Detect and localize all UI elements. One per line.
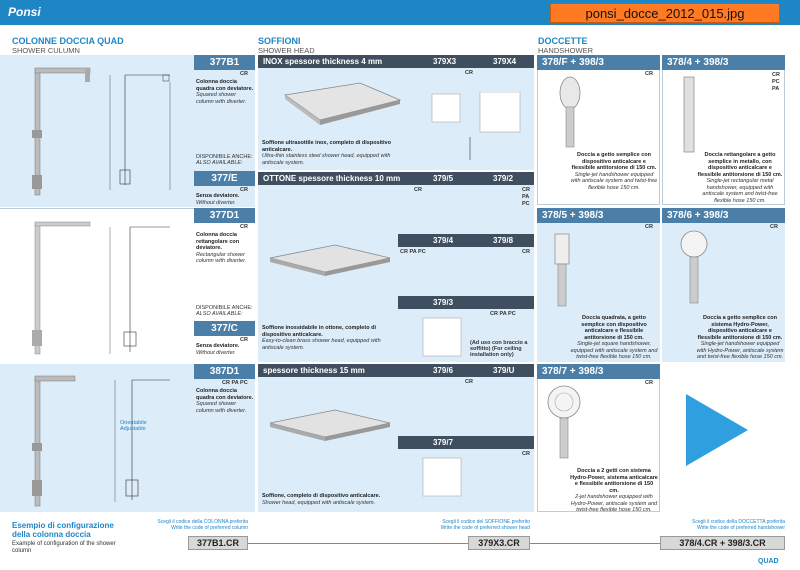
- example-result-1: 377B1.CR: [188, 536, 248, 550]
- section-title-soffioni: SOFFIONI: [258, 36, 301, 46]
- hand-code-2: 378/4 + 398/3: [662, 55, 785, 70]
- hand-desc-3: Doccia quadrata, a getto semplice con di…: [570, 315, 658, 360]
- section-subtitle-soffioni: SHOWER HEAD: [258, 46, 315, 55]
- example-label-1: Scegli il codice della COLONNA preferita…: [157, 519, 248, 531]
- section-subtitle-colonne: SHOWER CULUMN: [12, 46, 80, 55]
- column-avail-2: DISPONIBILE ANCHE:ALSO AVAILABLE:: [196, 305, 253, 317]
- hand-finish-3: CR: [645, 224, 653, 230]
- head-ottone-finish4: CR: [522, 249, 530, 255]
- column-alt-desc-2: Senza deviatore.Without diverter.: [196, 343, 240, 356]
- head-ottone-desc: Soffione inossidabile in ottone, complet…: [262, 325, 381, 351]
- hand-image-5: [542, 382, 612, 462]
- column-desc-2: Colonna doccia rettangolare con deviator…: [196, 232, 247, 264]
- column-alt-desc-1: Senza deviatore.Without diverter.: [196, 193, 240, 206]
- head-ottone-band3: 379/3: [398, 296, 534, 309]
- hand-desc-1: Doccia a getto semplice con dispositivo …: [570, 152, 658, 191]
- head-ottone-band: OTTONE spessore thickness 10 mm 379/5 37…: [258, 172, 534, 185]
- example-line-1: [248, 543, 468, 544]
- next-arrow-icon: [682, 390, 752, 470]
- hand-image-3: [545, 230, 605, 310]
- head-ottone-note: (Ad uso con braccio a soffitto) (For cei…: [470, 340, 528, 358]
- head-third-square-image: [420, 455, 465, 500]
- head-ottone-finish: CR: [414, 187, 422, 193]
- hand-panel-1: [537, 55, 660, 205]
- column-avail-1: DISPONIBILE ANCHE:ALSO AVAILABLE:: [196, 154, 253, 166]
- head-third-band: spessore thickness 15 mm 379/6 379/U: [258, 364, 534, 377]
- hand-panel-4: [662, 208, 785, 362]
- column-drawing-1: [20, 60, 185, 200]
- column-desc-3: Colonna doccia quadra con deviatore.Squa…: [196, 388, 254, 414]
- head-ottone-image: [265, 240, 395, 280]
- head-third-band2: 379/7: [398, 436, 534, 449]
- column-desc-1: Colonna doccia quadra con deviatore.Squa…: [196, 79, 254, 105]
- hand-finish-2: CR PC PA: [772, 72, 780, 92]
- column-finish-2: CR: [240, 224, 248, 230]
- column-drawing-3: [20, 368, 185, 508]
- example-title: Esempio di configurazione della colonna …: [12, 521, 114, 539]
- head-ottone-finish3: CR PA PC: [400, 249, 426, 255]
- head-inox-image: [265, 75, 405, 130]
- column-code-2: 377D1: [194, 208, 255, 223]
- head-third-finish: CR: [465, 379, 473, 385]
- hand-desc-4: Doccia a getto semplice con sistema Hydr…: [696, 315, 784, 360]
- head-inox-band: INOX spessore thickness 4 mm 379X3 379X4: [258, 55, 534, 68]
- hand-panel-2: [662, 55, 785, 205]
- hand-desc-2: Doccia rettangolare a getto semplice in …: [697, 152, 783, 204]
- column-drawing-2: [20, 212, 185, 360]
- column-code-3: 387D1: [194, 364, 255, 379]
- head-inox-desc: Soffione ultrasottile inox, completo di …: [262, 140, 391, 166]
- section-subtitle-doccette: HANDSHOWER: [538, 46, 594, 55]
- hand-finish-4: CR: [770, 224, 778, 230]
- hand-code-5: 378/7 + 398/3: [537, 364, 660, 379]
- example-result-3: 378/4.CR + 398/3.CR: [660, 536, 785, 550]
- hand-code-3: 378/5 + 398/3: [537, 208, 660, 223]
- column-finish-1: CR: [240, 71, 248, 77]
- example-result-2: 379X3.CR: [468, 536, 530, 550]
- example-line-2: [530, 543, 660, 544]
- column-row-2: [0, 208, 255, 363]
- hand-image-4: [672, 228, 732, 308]
- hand-image-2: [672, 75, 732, 155]
- column-alt-code-1: 377/E: [194, 171, 255, 186]
- section-title-doccette: DOCCETTE: [538, 36, 588, 46]
- file-tag: ponsi_docce_2012_015.jpg: [550, 3, 780, 23]
- example-subtitle: Example of configuration of the shower c…: [12, 541, 116, 554]
- section-title-colonne: COLONNE DOCCIA QUAD: [12, 36, 124, 46]
- footer-series: QUAD: [758, 558, 779, 565]
- column-orient-label: Orientabile Adjustable: [120, 420, 147, 432]
- column-alt-finish-2: CR: [240, 337, 248, 343]
- column-code-1: 377B1: [194, 55, 255, 70]
- hand-image-1: [545, 75, 605, 150]
- column-finish-3: CR PA PC: [222, 380, 248, 386]
- head-inox-sizes: [430, 91, 530, 162]
- head-third-finish3: CR: [522, 451, 530, 457]
- brand-name: Ponsi: [8, 5, 41, 19]
- column-row-3: [0, 364, 255, 512]
- hand-finish-5: CR: [645, 380, 653, 386]
- column-alt-finish-1: CR: [240, 187, 248, 193]
- head-third-image: [265, 405, 395, 445]
- column-alt-code-2: 377/C: [194, 321, 255, 336]
- example-label-3: Scegli il codice della DOCCETTA preferit…: [692, 519, 785, 531]
- head-third-desc: Soffione, completo di dispositivo antica…: [262, 493, 381, 506]
- head-ottone-band2: 379/4 379/8: [398, 234, 534, 247]
- head-inox-finish: CR: [465, 70, 473, 76]
- hand-code-1: 378/F + 398/3: [537, 55, 660, 70]
- head-ottone-finish5: CR PA PC: [490, 311, 516, 317]
- head-ottone-round-image: [420, 315, 465, 360]
- head-ottone-finish2: CR PA PC: [522, 187, 530, 207]
- hand-code-4: 378/6 + 398/3: [662, 208, 785, 223]
- hand-desc-5: Doccia a 2 getti con sistema Hydro-Power…: [570, 468, 658, 513]
- hand-finish-1: CR: [645, 71, 653, 77]
